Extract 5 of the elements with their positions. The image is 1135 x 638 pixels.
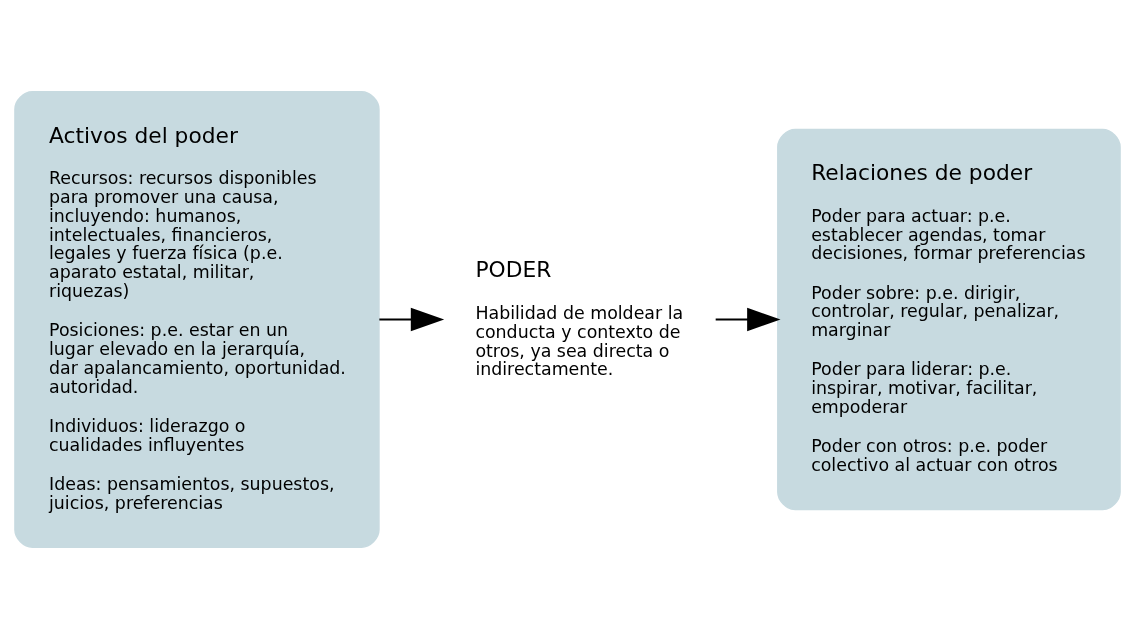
arrow <box>715 307 781 331</box>
node-text: PODER Habilidad de moldear la conducta y contexto de otros, ya sea directa o indirectamente. <box>475 256 684 379</box>
node-box: Relaciones de poder Poder para actuar: p.e. establecer agendas, tomar decisiones, formar preferencias Poder sobre: p.e. dirigir, controlar, regular, penalizar, marginar Poder para liderar: p.e. inspirar, motivar, facilitar, empoderar Poder con otros: p.e. poder colectivo al actuar con otros <box>777 128 1121 510</box>
arrow <box>379 307 445 331</box>
node-box: Activos del poder Recursos: recursos disponibles para promover una causa, incluyendo: humanos, intelectuales, financieros, legales y fuerza física (p.e. aparato estatal, militar, riquezas) Posiciones: p.e. estar en un lugar elevado en la jerarquía, dar apalancamiento, oportunidad. autoridad. Individuos: liderazgo o cualidades influyentes Ideas: pensamientos, supuestos, juicios, preferencias <box>14 90 380 548</box>
